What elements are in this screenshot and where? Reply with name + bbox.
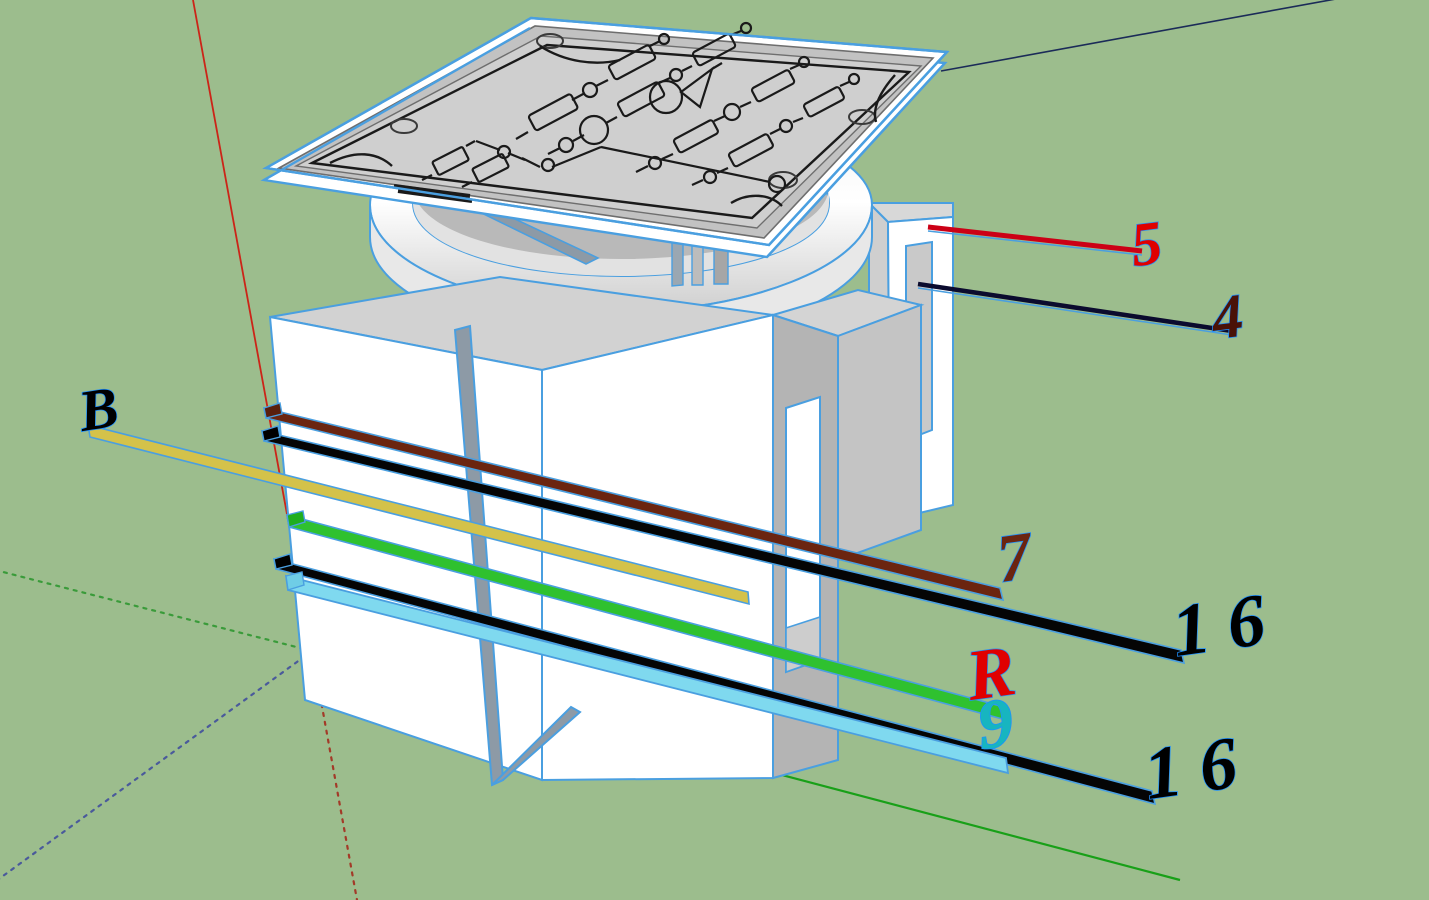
band-yellow[interactable] — [87, 423, 750, 606]
pcb-traces — [393, 21, 861, 203]
pcb-corner-arcs — [329, 44, 896, 207]
construction-guide-line — [940, 0, 1335, 72]
pcb-panel-assembly[interactable] — [260, 16, 950, 259]
band-brown[interactable] — [262, 402, 1005, 602]
band-green[interactable] — [286, 510, 1011, 723]
red-axis-dotted — [310, 649, 359, 900]
band-cyan[interactable] — [284, 571, 1010, 775]
panel-edge-highlight — [262, 16, 950, 258]
leader-bands[interactable] — [87, 402, 1186, 806]
leader-5 — [927, 224, 1143, 254]
pcb-trace-border — [307, 43, 912, 220]
leader-5-outline — [927, 230, 1143, 256]
strip-foot — [491, 705, 582, 786]
leader-4-outline — [917, 287, 1233, 336]
band-black-upper[interactable] — [260, 425, 1186, 665]
leader-4 — [917, 281, 1233, 334]
blue-axis-dotted — [0, 649, 314, 880]
green-axis-dotted — [0, 570, 314, 653]
main-housing[interactable] — [268, 275, 774, 782]
callout-leaders — [917, 224, 1233, 336]
bracket-front-right-face — [837, 303, 922, 562]
